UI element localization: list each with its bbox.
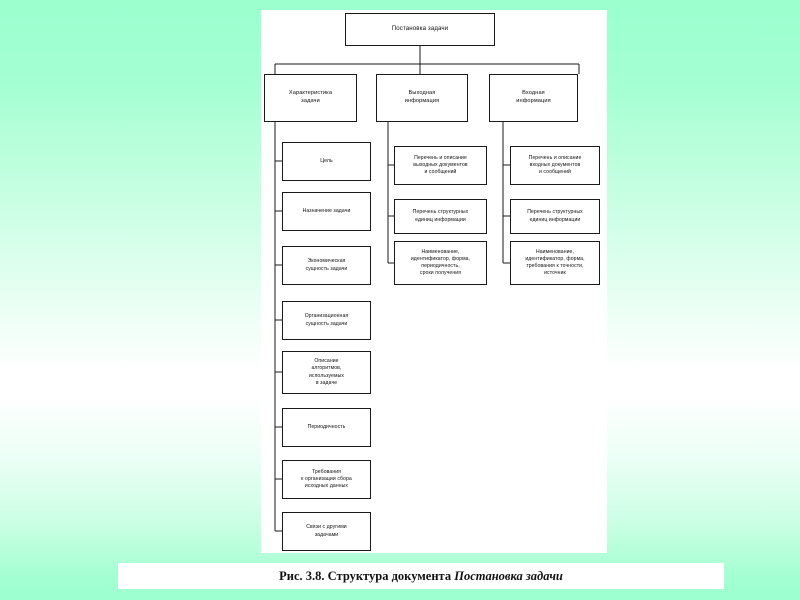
node-input-attributes[interactable]: Наименование, идентификатор, форма, треб… [510, 241, 600, 285]
node-output-structural-units[interactable]: Перечень структурных единиц информации [394, 199, 487, 234]
node-root[interactable]: Постановка задачи [345, 13, 495, 46]
node-goal[interactable]: Цель [282, 142, 371, 181]
node-task-purpose[interactable]: Назначение задачи [282, 192, 371, 231]
node-branch-input-info[interactable]: Входная информация [489, 74, 578, 122]
node-input-structural-units[interactable]: Перечень структурных единиц информации [510, 199, 600, 234]
node-links-to-other-tasks[interactable]: Связи с другими задачами [282, 512, 371, 551]
node-input-documents-list[interactable]: Перечень и описание входных документов и… [510, 146, 600, 185]
figure-caption: Рис. 3.8. Структура документа Постановка… [279, 569, 563, 584]
figure-caption-band: Рис. 3.8. Структура документа Постановка… [118, 563, 724, 589]
node-periodicity[interactable]: Периодичность [282, 408, 371, 447]
node-output-documents-list[interactable]: Перечень и описание выходных документов … [394, 146, 487, 185]
diagram-panel: Постановка задачи Характеристика задачи … [261, 10, 607, 553]
node-algorithms-description[interactable]: Описание алгоритмов, используемых в зада… [282, 351, 371, 394]
node-output-attributes[interactable]: Наименование, идентификатор, форма, пери… [394, 241, 487, 285]
caption-italic-title: Постановка задачи [454, 568, 563, 583]
node-organizational-essence[interactable]: Организационная сущность задачи [282, 301, 371, 340]
connector-lines [274, 46, 580, 532]
node-branch-characteristics[interactable]: Характеристика задачи [264, 74, 357, 122]
node-branch-output-info[interactable]: Выходная информация [376, 74, 468, 122]
caption-prefix: Рис. 3.8. Структура документа [279, 568, 455, 583]
node-economic-essence[interactable]: Экономическая сущность задачи [282, 246, 371, 285]
diagram-canvas: Постановка задачи Характеристика задачи … [261, 10, 607, 553]
node-data-collection-requirements[interactable]: Требования к организации сбора исходных … [282, 460, 371, 499]
